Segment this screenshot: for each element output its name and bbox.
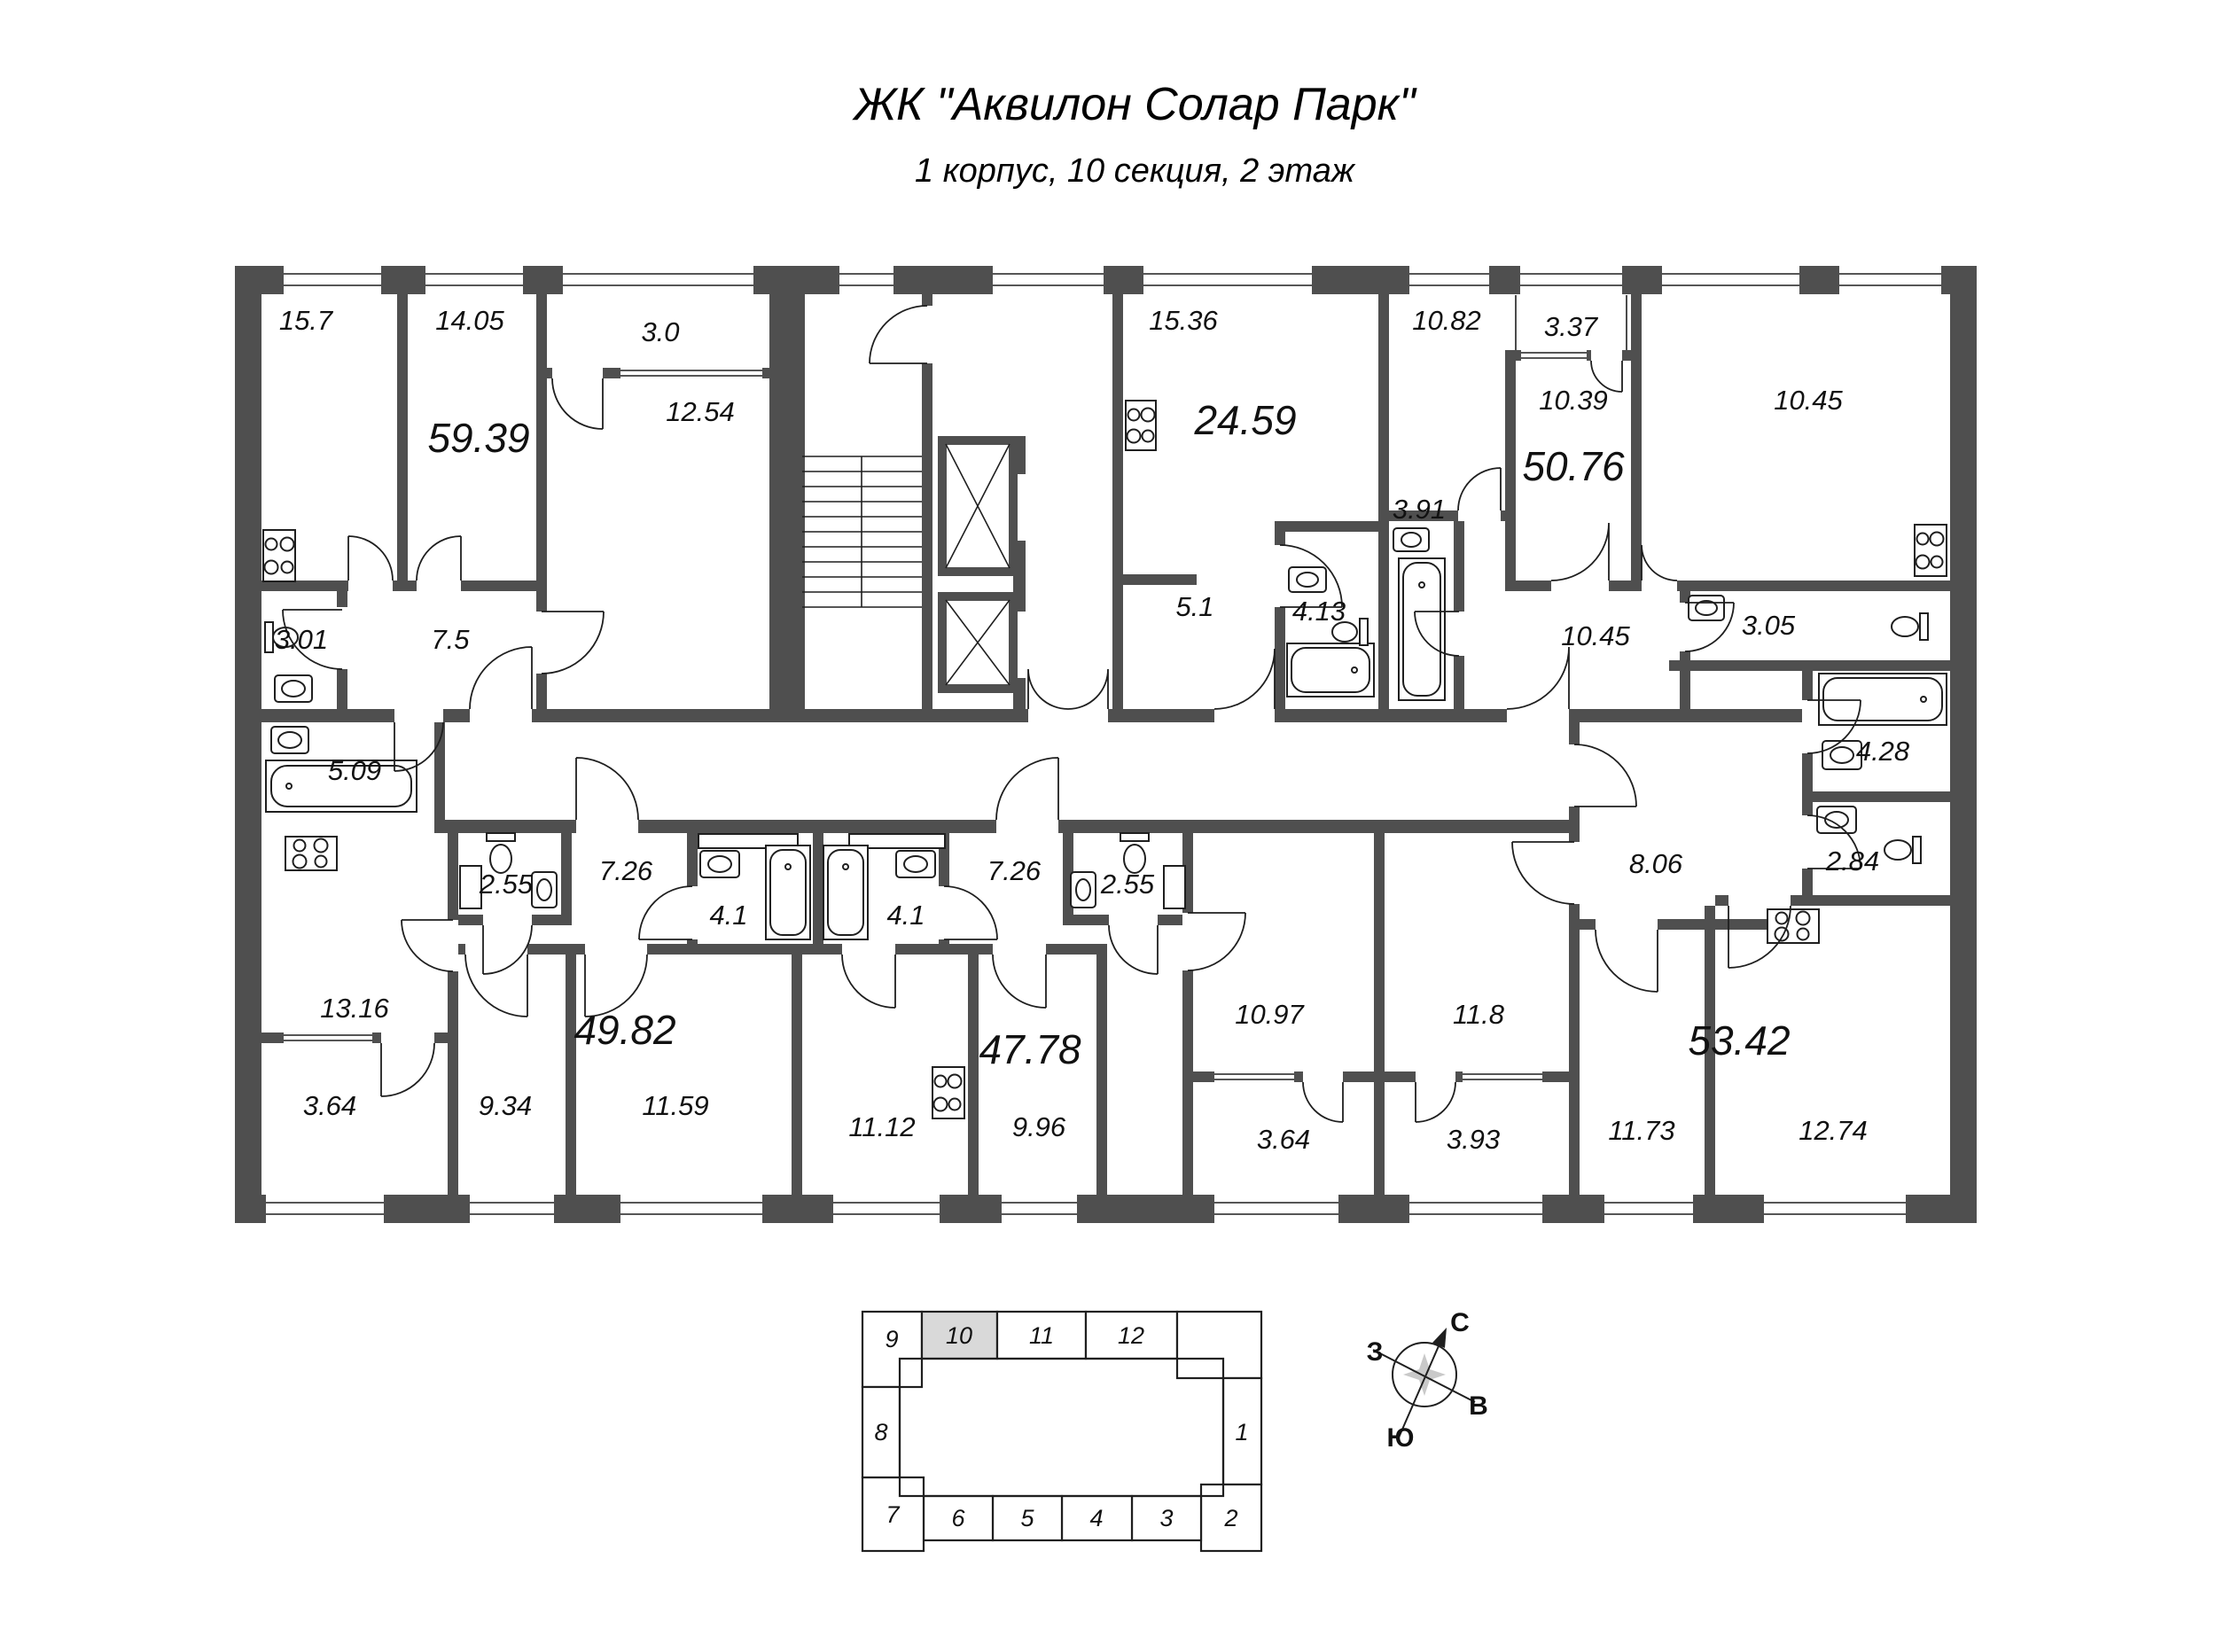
page-subtitle: 1 корпус, 10 секция, 2 этаж [915, 152, 1356, 190]
compass: С З В Ю [1367, 1308, 1488, 1453]
key-section-9 [861, 1310, 924, 1389]
room-labels: 15.7 14.05 3.0 12.54 3.01 7.5 5.09 15.36… [275, 305, 1910, 1155]
room-label: 11.59 [642, 1090, 708, 1121]
room-label: 7.26 [599, 855, 653, 886]
apartment-area-label: 59.39 [427, 415, 529, 461]
key-section-label: 11 [1029, 1322, 1054, 1349]
wall-openings [337, 306, 1813, 1082]
room-label: 3.93 [1447, 1124, 1500, 1155]
key-section-label: 10 [946, 1322, 972, 1349]
apartment-area-label: 53.42 [1688, 1017, 1790, 1064]
apartment-labels: 59.39 24.59 50.76 49.82 47.78 53.42 [427, 397, 1790, 1072]
room-label: 4.1 [709, 900, 747, 931]
windows-top [284, 266, 1941, 294]
room-label: 12.74 [1799, 1115, 1868, 1146]
room-label: 12.54 [666, 396, 735, 427]
key-section-label: 5 [1020, 1505, 1034, 1531]
key-section-label: 6 [951, 1505, 965, 1531]
compass-west-east-axis [1372, 1349, 1476, 1403]
room-label: 3.01 [275, 624, 328, 655]
key-section-label: 7 [886, 1501, 900, 1528]
page-title: ЖК "Аквилон Солар Парк" [851, 79, 1417, 130]
key-section-label: 3 [1159, 1505, 1173, 1531]
room-label: 3.64 [1257, 1124, 1310, 1155]
compass-arrowhead-icon [1432, 1328, 1447, 1348]
room-label: 10.82 [1412, 305, 1481, 336]
fixtures [262, 400, 1947, 1119]
room-label: 7.5 [431, 624, 470, 655]
room-label: 2.84 [1825, 845, 1879, 877]
room-label: 9.96 [1012, 1111, 1066, 1142]
sink-icon [270, 527, 1862, 908]
key-section-corner [1175, 1310, 1263, 1380]
key-plan-courtyard [898, 1357, 1225, 1498]
key-section-3 [1130, 1494, 1203, 1542]
key-section-label: 4 [1089, 1505, 1103, 1531]
room-label: 10.97 [1235, 999, 1305, 1030]
room-label: 8.06 [1629, 848, 1683, 879]
room-label: 10.45 [1774, 385, 1843, 416]
room-label: 10.39 [1539, 385, 1608, 416]
windows-bottom [266, 1195, 1906, 1223]
key-section-label: 1 [1235, 1419, 1248, 1446]
room-label: 3.05 [1742, 610, 1796, 641]
key-section-label: 12 [1118, 1322, 1144, 1349]
bathtub-icon [265, 557, 1947, 940]
room-label: 2.55 [479, 869, 534, 900]
compass-north-label: С [1450, 1308, 1470, 1337]
room-label: 5.1 [1175, 591, 1213, 622]
room-label: 14.05 [435, 305, 504, 336]
room-label: 5.09 [328, 755, 381, 786]
compass-north-arrow [1398, 1333, 1445, 1438]
room-label: 4.13 [1292, 596, 1346, 627]
room-label: 9.34 [479, 1090, 532, 1121]
room-label: 10.45 [1561, 620, 1630, 651]
room-label: 3.37 [1544, 311, 1599, 342]
room-label: 11.12 [848, 1111, 915, 1142]
elevator-shafts [938, 436, 1018, 693]
key-section-7 [861, 1476, 925, 1553]
room-label: 4.28 [1856, 736, 1910, 767]
key-section-label: 2 [1223, 1505, 1237, 1531]
header: ЖК "Аквилон Солар Парк" 1 корпус, 10 сек… [851, 79, 1417, 190]
apartment-area-label: 49.82 [574, 1007, 675, 1053]
compass-west-label: З [1367, 1337, 1384, 1367]
room-label: 3.91 [1393, 494, 1446, 525]
walls [235, 266, 1977, 1223]
apartment-area-label: 50.76 [1522, 443, 1625, 489]
windows-inner [284, 295, 1627, 1082]
key-section-4 [1060, 1494, 1134, 1542]
room-label: 15.7 [279, 305, 334, 336]
stove-icon [262, 400, 1947, 1119]
compass-star-icon [1403, 1353, 1446, 1396]
room-label: 7.26 [987, 855, 1042, 886]
key-section-10-highlighted [920, 1310, 999, 1360]
key-section-12 [1084, 1310, 1179, 1360]
toilet-icon [264, 612, 1929, 874]
staircase [802, 456, 922, 608]
room-label: 3.0 [641, 316, 679, 347]
apartment-area-label: 24.59 [1193, 397, 1296, 443]
room-label: 2.55 [1100, 869, 1155, 900]
apartment-area-label: 47.78 [979, 1026, 1081, 1072]
compass-east-label: В [1469, 1391, 1488, 1421]
room-label: 3.64 [303, 1090, 356, 1121]
room-label: 15.36 [1149, 305, 1218, 336]
room-label: 13.16 [320, 993, 389, 1024]
room-label: 4.1 [886, 900, 925, 931]
key-plan: 9 10 11 12 1 2 3 4 5 6 7 8 [861, 1310, 1263, 1553]
room-label: 11.73 [1608, 1115, 1674, 1146]
compass-circle-icon [1392, 1342, 1457, 1407]
room-label: 11.8 [1453, 999, 1505, 1030]
door-arcs [282, 305, 1861, 1123]
compass-south-label: Ю [1387, 1423, 1415, 1453]
key-section-label: 8 [874, 1419, 887, 1446]
key-section-label: 9 [885, 1326, 898, 1352]
